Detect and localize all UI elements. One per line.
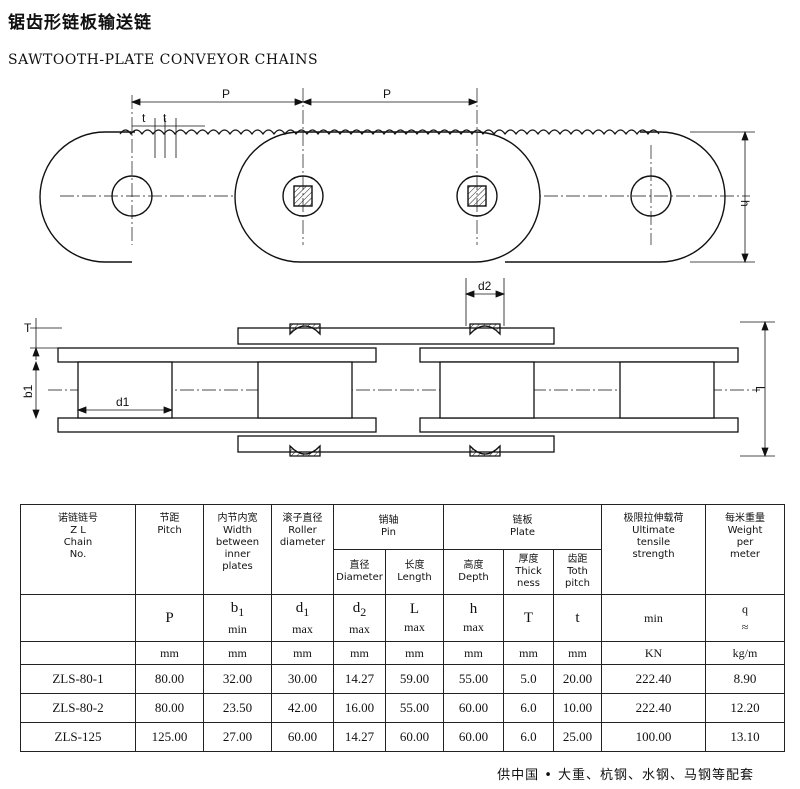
unit-cell: mm (503, 641, 554, 665)
unit-cell: kg/m (705, 641, 785, 665)
roller-3 (439, 361, 535, 419)
unit-cell: mm (271, 641, 334, 665)
unit-cell: mm (443, 641, 504, 665)
top-view (39, 88, 750, 263)
inner-plate-bottom-left (57, 417, 377, 433)
tooth-label-1: t (142, 111, 146, 125)
unit-row: mm mm mm mm mm mm mm mm KN kg/m (20, 641, 785, 665)
symbol-width: b1 min (203, 594, 272, 642)
page-title-cn: 锯齿形链板输送链 (8, 13, 152, 33)
unit-cell: mm (553, 641, 602, 665)
pitch-label-2: P (383, 87, 391, 101)
side-view (48, 323, 760, 457)
footer-note: 供中国 • 大重、杭钢、水钢、马钢等配套 (497, 768, 754, 783)
symbol-tensile: min (601, 594, 706, 642)
symbol-pin-d: d2 max (333, 594, 386, 642)
symbol-roller: d1 max (271, 594, 334, 642)
outer-plate-right (505, 131, 726, 263)
roller-diameter-label: d1 (116, 395, 130, 409)
unit-cell: mm (385, 641, 444, 665)
pitch-label-1: P (222, 87, 230, 101)
table-row: ZLS-80-2 80.00 23.50 42.00 16.00 55.00 6… (20, 693, 785, 723)
inner-plate-bottom-right (419, 417, 739, 433)
roller-4 (619, 361, 715, 419)
chain-technical-drawing: P P t t h (21, 87, 775, 458)
top-view-dimensions (130, 98, 755, 264)
thickness-label: T (24, 321, 32, 335)
symbol-depth: h max (443, 594, 504, 642)
unit-cell: KN (601, 641, 706, 665)
outer-plate-left (39, 131, 135, 263)
inner-plate-top-right (419, 347, 739, 363)
sawtooth-edge (119, 129, 660, 136)
symbol-tooth: t (553, 594, 602, 642)
symbol-pin-l: L max (385, 594, 444, 642)
symbol-thickness: T (503, 594, 554, 642)
pin-head-1-bottom (289, 444, 321, 457)
symbol-row: P b1 min d1 max d2 max L max h max T t m… (20, 594, 785, 642)
height-label: h (738, 200, 752, 207)
inner-plate-middle (234, 131, 541, 263)
tooth-label-2: t (163, 111, 167, 125)
roller-1 (77, 361, 173, 419)
pin-head-2-top (469, 323, 501, 336)
unit-cell: mm (203, 641, 272, 665)
outer-plate-bottom (237, 435, 555, 453)
table-row: ZLS-80-1 80.00 32.00 30.00 14.27 59.00 5… (20, 664, 785, 694)
side-view-dimensions (30, 278, 775, 458)
inner-plate-top-left (57, 347, 377, 363)
symbol-weight: q ≈ (705, 594, 785, 642)
unit-cell: mm (333, 641, 386, 665)
inner-width-label: b1 (21, 384, 35, 398)
page-title-en: SAWTOOTH-PLATE CONVEYOR CHAINS (8, 52, 319, 68)
outer-plate-top (237, 327, 555, 345)
roller-2 (257, 361, 353, 419)
symbol-pitch: P (135, 594, 204, 642)
unit-cell: mm (135, 641, 204, 665)
pin-diameter-label: d2 (478, 279, 492, 293)
pin-head-2-bottom (469, 444, 501, 457)
pin-head-1-top (289, 323, 321, 336)
table-row: ZLS-125 125.00 27.00 60.00 14.27 60.00 6… (20, 722, 785, 752)
length-label: L (753, 386, 767, 393)
